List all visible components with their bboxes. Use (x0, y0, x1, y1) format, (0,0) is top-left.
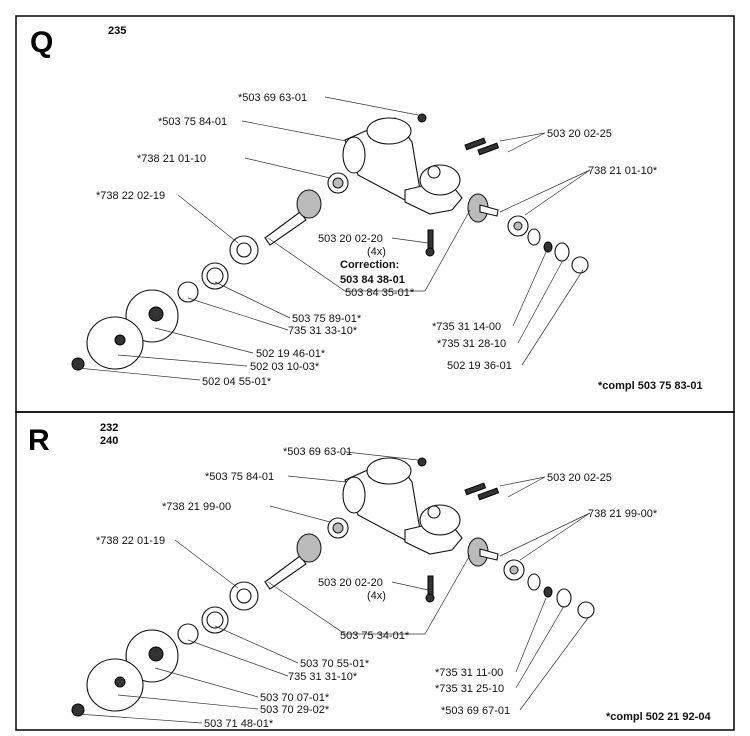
nut (71, 357, 85, 371)
output-circlip (527, 573, 541, 591)
label-part: *503 69 67-01 (441, 705, 510, 717)
output-gear (467, 537, 499, 567)
housing-bolt (425, 229, 435, 257)
label-part: *503 69 63-01 (238, 92, 307, 104)
label-quantity: (4x) (367, 590, 386, 602)
label-part: 502 19 36-01 (447, 360, 512, 372)
label-complete-assembly: *compl 502 21 92-04 (606, 711, 711, 723)
label-correction: Correction: (340, 259, 399, 271)
circlip (177, 281, 199, 303)
panel-q-letter: Q (30, 26, 53, 59)
label-part: *738 21 99-00 (162, 501, 231, 513)
bearing (327, 172, 349, 194)
label-part: 503 20 02-25 (547, 128, 612, 140)
label-part: *738 22 02-19 (96, 190, 165, 202)
label-part: 503 75 34-01* (340, 630, 410, 642)
output-nut (571, 256, 589, 274)
housing-screw (417, 457, 427, 467)
panel-r-exploded-drawing (71, 457, 595, 717)
panel-r-frame (15, 411, 735, 731)
clamp-screws (464, 137, 500, 156)
label-part: 503 84 35-01* (345, 287, 415, 299)
housing-bolt (425, 575, 435, 603)
label-complete-assembly: *compl 503 75 83-01 (598, 380, 703, 392)
washer (229, 581, 259, 611)
label-part: 738 21 99-00* (588, 508, 658, 520)
spacer-ring (201, 262, 229, 290)
panel-q-exploded-drawing (71, 113, 589, 371)
panel-q-leader-lines (77, 96, 591, 381)
panel-q: Q 235 (30, 25, 703, 392)
output-bearing (503, 559, 525, 581)
label-part: *503 75 84-01 (205, 471, 274, 483)
panel-r-letter: R (28, 424, 50, 457)
pinion-shaft (264, 189, 322, 246)
support-cup (125, 629, 179, 683)
output-gear (467, 193, 499, 223)
drive-disc (86, 316, 144, 370)
label-part: *738 21 01-10 (137, 153, 206, 165)
label-part: *735 31 25-10 (435, 683, 504, 695)
label-part: 503 70 29-02* (260, 704, 330, 716)
output-washer (543, 586, 553, 598)
pinion-shaft (264, 533, 322, 590)
label-part: 738 21 01-10* (588, 165, 658, 177)
gear-housing (342, 117, 463, 215)
label-correction-part: 503 84 38-01 (340, 274, 405, 286)
label-part: 503 75 89-01* (292, 313, 362, 325)
panel-q-model: 235 (108, 25, 126, 37)
label-part: 503 70 07-01* (260, 692, 330, 704)
output-ring (556, 588, 572, 608)
label-part: 503 20 02-25 (547, 472, 612, 484)
label-part: *738 22 01-19 (96, 535, 165, 547)
label-part: 502 19 46-01* (256, 348, 326, 360)
housing-screw (417, 113, 427, 123)
circlip (177, 623, 199, 645)
panel-r-model: 232 (100, 422, 118, 434)
output-bearing (507, 215, 529, 237)
nut (71, 703, 85, 717)
label-part: 503 70 55-01* (300, 658, 370, 670)
washer (229, 235, 259, 265)
label-part: *735 31 14-00 (432, 321, 501, 333)
bearing (327, 517, 349, 539)
output-washer (543, 241, 553, 253)
panel-r-leader-lines (77, 451, 591, 724)
label-quantity: (4x) (367, 246, 386, 258)
label-part: *503 69 63-01 (283, 446, 352, 458)
output-nut (577, 601, 595, 619)
label-part: 735 31 31-10* (288, 671, 358, 683)
label-part: 503 20 02-20 (318, 233, 383, 245)
label-part: *735 31 11-00 (435, 667, 503, 679)
output-ring (554, 242, 570, 262)
spacer-ring (201, 606, 229, 634)
label-part: 503 20 02-20 (318, 577, 383, 589)
label-part: 502 04 55-01* (202, 376, 272, 388)
gear-housing (342, 457, 463, 555)
drive-disc (86, 658, 144, 712)
panel-r-model: 240 (100, 435, 118, 447)
output-circlip (527, 228, 541, 246)
label-part: 503 71 48-01* (204, 718, 274, 730)
panel-r: R 232 240 (28, 422, 711, 730)
label-part: *503 75 84-01 (158, 116, 227, 128)
label-part: 735 31 33-10* (288, 325, 358, 337)
label-part: *735 31 28-10 (437, 338, 506, 350)
clamp-screws (464, 482, 500, 501)
label-part: 502 03 10-03* (250, 361, 320, 373)
